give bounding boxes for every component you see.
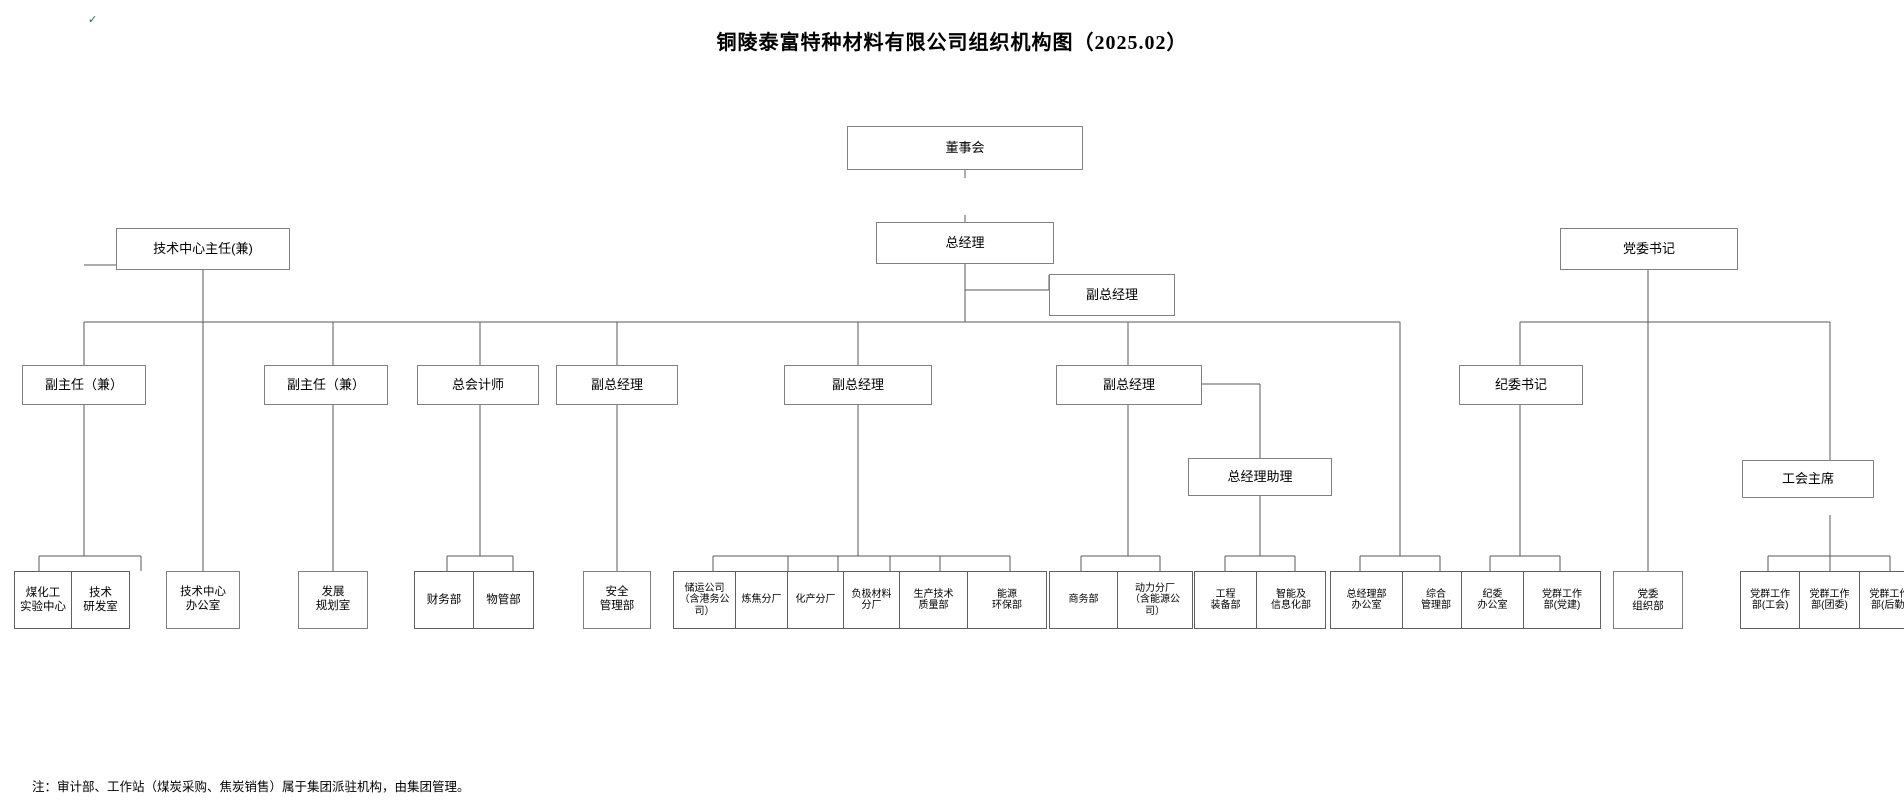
leaf-power-plant[interactable]: 动力分厂 （含能源公 司） — [1130, 582, 1180, 617]
node-deputy-gm-c[interactable]: 副总经理 — [1056, 365, 1202, 405]
node-union-chairman[interactable]: 工会主席 — [1742, 460, 1874, 498]
leaf-development-office[interactable]: 发展 规划室 — [298, 571, 368, 629]
leaf-party-work-dept-union[interactable]: 党群工作 部(工会) — [1741, 572, 1801, 628]
cluster-production: 储运公司 （含港务公 司） 炼焦分厂 化产分厂 负极材料 分厂 生产技术 质量部… — [673, 571, 1047, 629]
cluster-union: 党群工作 部(工会) 党群工作 部(团委) 党群工作 部(后勤) — [1740, 571, 1904, 629]
leaf-production-tech-quality-dept[interactable]: 生产技术 质量部 — [900, 572, 968, 628]
node-deputy-gm-b[interactable]: 副总经理 — [784, 365, 932, 405]
leaf-coking-plant[interactable]: 炼焦分厂 — [736, 572, 788, 628]
node-deputy-director-1[interactable]: 副主任（兼） — [22, 365, 146, 405]
leaf-discipline-office[interactable]: 纪委 办公室 — [1462, 572, 1524, 628]
node-party-secretary[interactable]: 党委书记 — [1560, 228, 1738, 270]
footer-note: 注：审计部、工作站（煤炭采购、焦炭销售）属于集团派驻机构，由集团管理。 — [32, 780, 470, 794]
node-general-manager[interactable]: 总经理 — [876, 222, 1054, 264]
leaf-business-dept[interactable]: 商务部 — [1050, 572, 1118, 628]
leaf-finance-dept[interactable]: 财务部 — [415, 572, 475, 628]
leaf-tech-center-office[interactable]: 技术中心 办公室 — [166, 571, 240, 629]
node-gm-assistant[interactable]: 总经理助理 — [1188, 458, 1332, 496]
node-tech-center-director[interactable]: 技术中心主任(兼) — [116, 228, 290, 270]
node-chief-accountant[interactable]: 总会计师 — [417, 365, 539, 405]
leaf-storage-transport-company[interactable]: 储运公司 （含港务公 司） — [674, 572, 736, 628]
leaf-party-work-dept-construction[interactable]: 党群工作 部(党建) — [1542, 588, 1582, 612]
leaf-party-organization-dept[interactable]: 党委 组织部 — [1613, 571, 1683, 629]
node-deputy-gm-a[interactable]: 副总经理 — [556, 365, 678, 405]
node-discipline-secretary[interactable]: 纪委书记 — [1459, 365, 1583, 405]
leaf-tech-rd-room[interactable]: 技术 研发室 — [83, 586, 118, 613]
leaf-gm-office[interactable]: 总经理部 办公室 — [1331, 572, 1403, 628]
leaf-party-work-dept-logistics[interactable]: 党群工作 部(后勤) — [1869, 588, 1904, 612]
node-deputy-gm-top[interactable]: 副总经理 — [1049, 274, 1175, 316]
leaf-general-management-dept[interactable]: 综合 管理部 — [1421, 588, 1451, 612]
leaf-intelligent-informatization-dept[interactable]: 智能及 信息化部 — [1271, 588, 1311, 612]
leaf-anode-material-plant[interactable]: 负极材料 分厂 — [844, 572, 900, 628]
leaf-engineering-equipment-dept[interactable]: 工程 装备部 — [1195, 572, 1257, 628]
node-board[interactable]: 董事会 — [847, 126, 1083, 170]
leaf-coal-chem-lab[interactable]: 煤化工 实验中心 — [15, 572, 73, 628]
leaf-chemical-plant[interactable]: 化产分厂 — [788, 572, 844, 628]
page-title: 铜陵泰富特种材料有限公司组织机构图（2025.02） — [716, 32, 1188, 54]
cluster-discipline: 纪委 办公室 党群工作 部(党建) — [1461, 571, 1601, 629]
check-mark-icon: ✓ — [88, 14, 98, 26]
cluster-engineering: 工程 装备部 智能及 信息化部 — [1194, 571, 1326, 629]
cluster-tech-lab: 煤化工 实验中心 技术 研发室 — [14, 571, 130, 629]
leaf-safety-dept[interactable]: 安全 管理部 — [583, 571, 651, 629]
cluster-business: 商务部 动力分厂 （含能源公 司） — [1049, 571, 1193, 629]
leaf-party-work-dept-youth-league[interactable]: 党群工作 部(团委) — [1800, 572, 1860, 628]
leaf-materials-dept[interactable]: 物管部 — [486, 593, 521, 606]
cluster-finance: 财务部 物管部 — [414, 571, 534, 629]
cluster-admin: 总经理部 办公室 综合 管理部 — [1330, 571, 1470, 629]
leaf-energy-environment-dept[interactable]: 能源 环保部 — [992, 588, 1022, 612]
node-deputy-director-2[interactable]: 副主任（兼） — [264, 365, 388, 405]
